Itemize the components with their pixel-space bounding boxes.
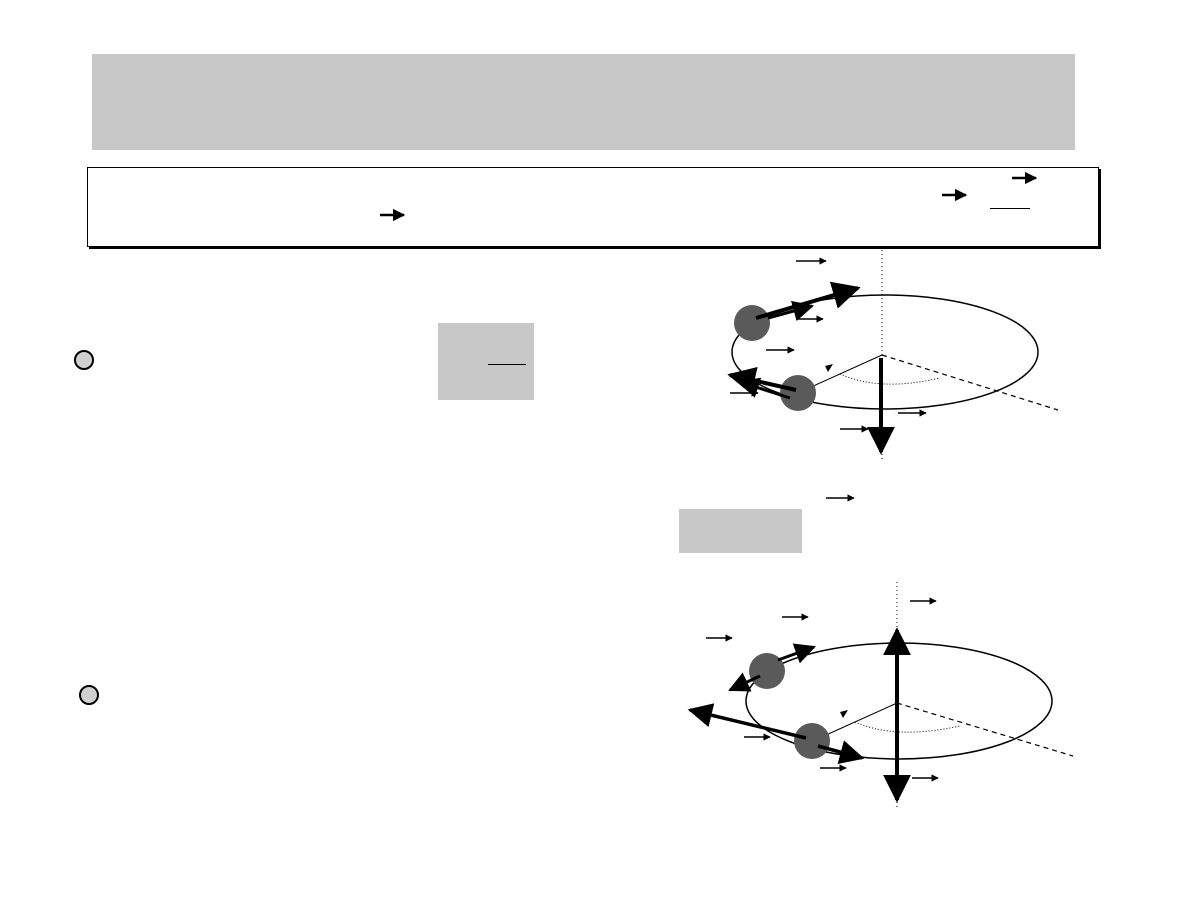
top-lower-short-vector <box>737 377 791 400</box>
top-ball-upper <box>734 305 770 341</box>
top-orbit-ellipse <box>731 294 1039 410</box>
bottom-ball-upper <box>749 653 785 689</box>
formula-box <box>438 323 534 400</box>
caption-box <box>679 509 802 553</box>
formula-fraction-bar <box>488 364 526 365</box>
top-upper-short-vector <box>767 300 815 322</box>
bottom-ball-lower <box>794 723 830 759</box>
top-angle-marker-icon <box>825 364 833 372</box>
bullet-1-icon <box>74 350 94 370</box>
top-radius-dashed <box>881 354 1059 411</box>
top-lower-long-vector <box>727 366 797 395</box>
bottom-lower-short-vector <box>817 740 865 765</box>
bottom-radius-dashed <box>896 702 1074 757</box>
title-band <box>92 54 1075 150</box>
top-ball-lower <box>780 375 816 411</box>
bottom-upper-vector-right <box>777 643 816 664</box>
bottom-angle-arc <box>854 721 961 733</box>
bottom-diagram <box>687 582 1074 808</box>
definition-fraction-bar <box>990 208 1030 209</box>
bottom-upper-vector-left <box>728 672 761 692</box>
bottom-radius-line <box>814 702 898 741</box>
top-diagram <box>727 250 1059 502</box>
top-upper-long-vector <box>755 281 861 320</box>
definition-vector-glyphs <box>380 171 1038 222</box>
bottom-angle-marker-icon <box>840 710 848 718</box>
bullet-2-icon <box>79 685 99 705</box>
top-angle-arc <box>839 373 941 385</box>
bottom-lower-long-vector <box>687 703 807 740</box>
definition-box <box>87 167 1099 247</box>
